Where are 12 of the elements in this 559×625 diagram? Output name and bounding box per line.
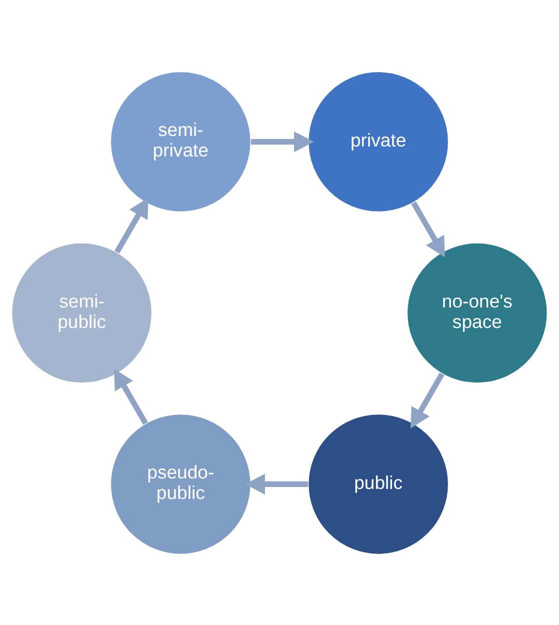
node-circle: no-one's space [406, 242, 548, 384]
arrow [410, 372, 444, 428]
arrow [114, 197, 148, 254]
arrow [114, 368, 148, 424]
node-circle: private [308, 70, 449, 212]
arrow [250, 130, 314, 152]
arrow [245, 473, 308, 494]
node-circle: semi- private [110, 70, 252, 212]
node-circle: pseudo- public [110, 413, 252, 554]
node-circle: semi- public [11, 242, 152, 384]
arrow [411, 200, 445, 257]
node-circle: public [308, 413, 449, 554]
